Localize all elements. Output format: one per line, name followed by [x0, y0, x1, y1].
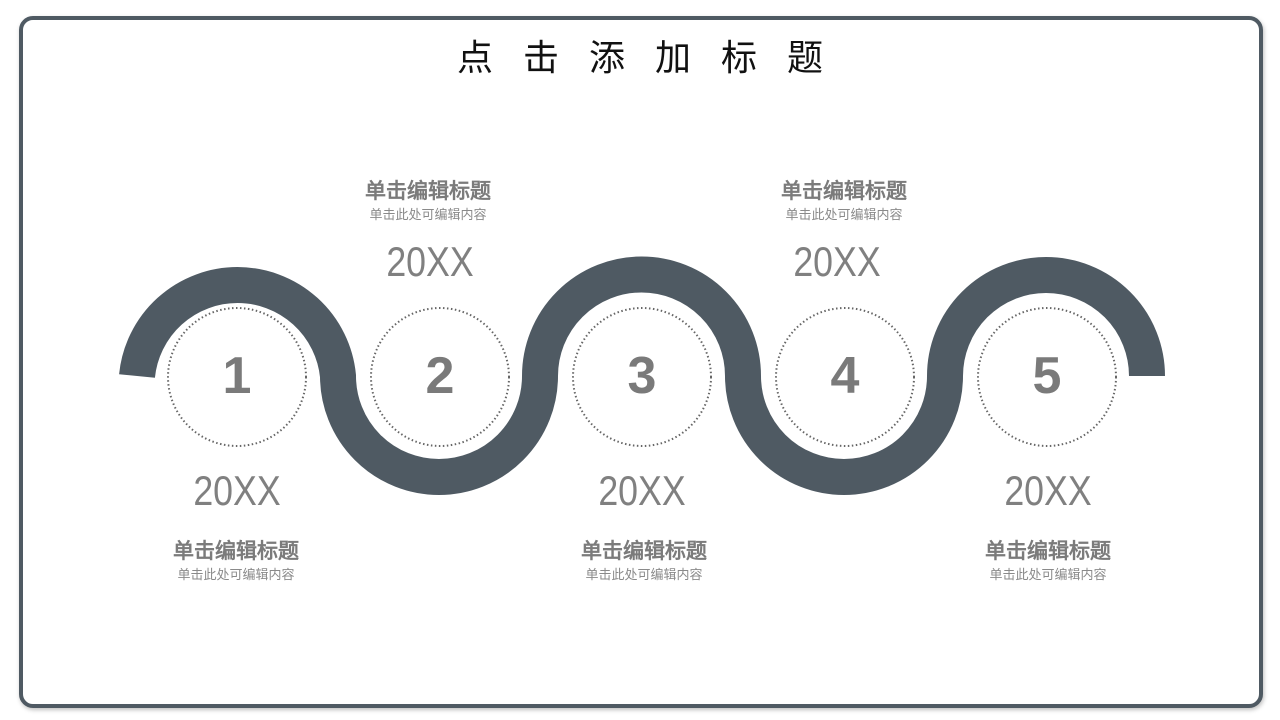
step-subtitle-3[interactable]: 单击此处可编辑内容: [585, 568, 703, 583]
step-year-4[interactable]: 20XX: [793, 238, 881, 285]
step-title-2[interactable]: 单击编辑标题: [365, 179, 491, 203]
slide-frame: [19, 16, 1263, 708]
step-number-1: 1: [222, 347, 252, 405]
step-subtitle-4[interactable]: 单击此处可编辑内容: [785, 208, 903, 223]
dotted-circle-1: [167, 307, 307, 447]
step-title-5[interactable]: 单击编辑标题: [985, 539, 1111, 563]
dotted-circle-2: [370, 307, 510, 447]
step-title-4[interactable]: 单击编辑标题: [781, 179, 907, 203]
step-title-1[interactable]: 单击编辑标题: [173, 539, 299, 563]
step-number-4: 4: [830, 347, 860, 405]
dotted-circles: [167, 307, 1117, 447]
dotted-circle-5: [977, 307, 1117, 447]
step-number-3: 3: [627, 347, 657, 405]
step-number-5: 5: [1032, 347, 1062, 405]
step-number-2: 2: [425, 347, 455, 405]
wave-path: [119, 256, 1165, 495]
step-year-2[interactable]: 20XX: [386, 238, 474, 285]
dotted-circle-4: [775, 307, 915, 447]
step-year-5[interactable]: 20XX: [1004, 467, 1092, 514]
dotted-circle-3: [572, 307, 712, 447]
slide-title[interactable]: 点击添加标题: [456, 38, 853, 79]
step-title-3[interactable]: 单击编辑标题: [581, 539, 707, 563]
step-subtitle-2[interactable]: 单击此处可编辑内容: [369, 208, 487, 223]
step-year-3[interactable]: 20XX: [598, 467, 686, 514]
step-subtitle-1[interactable]: 单击此处可编辑内容: [177, 568, 295, 583]
step-subtitle-5[interactable]: 单击此处可编辑内容: [989, 568, 1107, 583]
step-year-1[interactable]: 20XX: [193, 467, 281, 514]
